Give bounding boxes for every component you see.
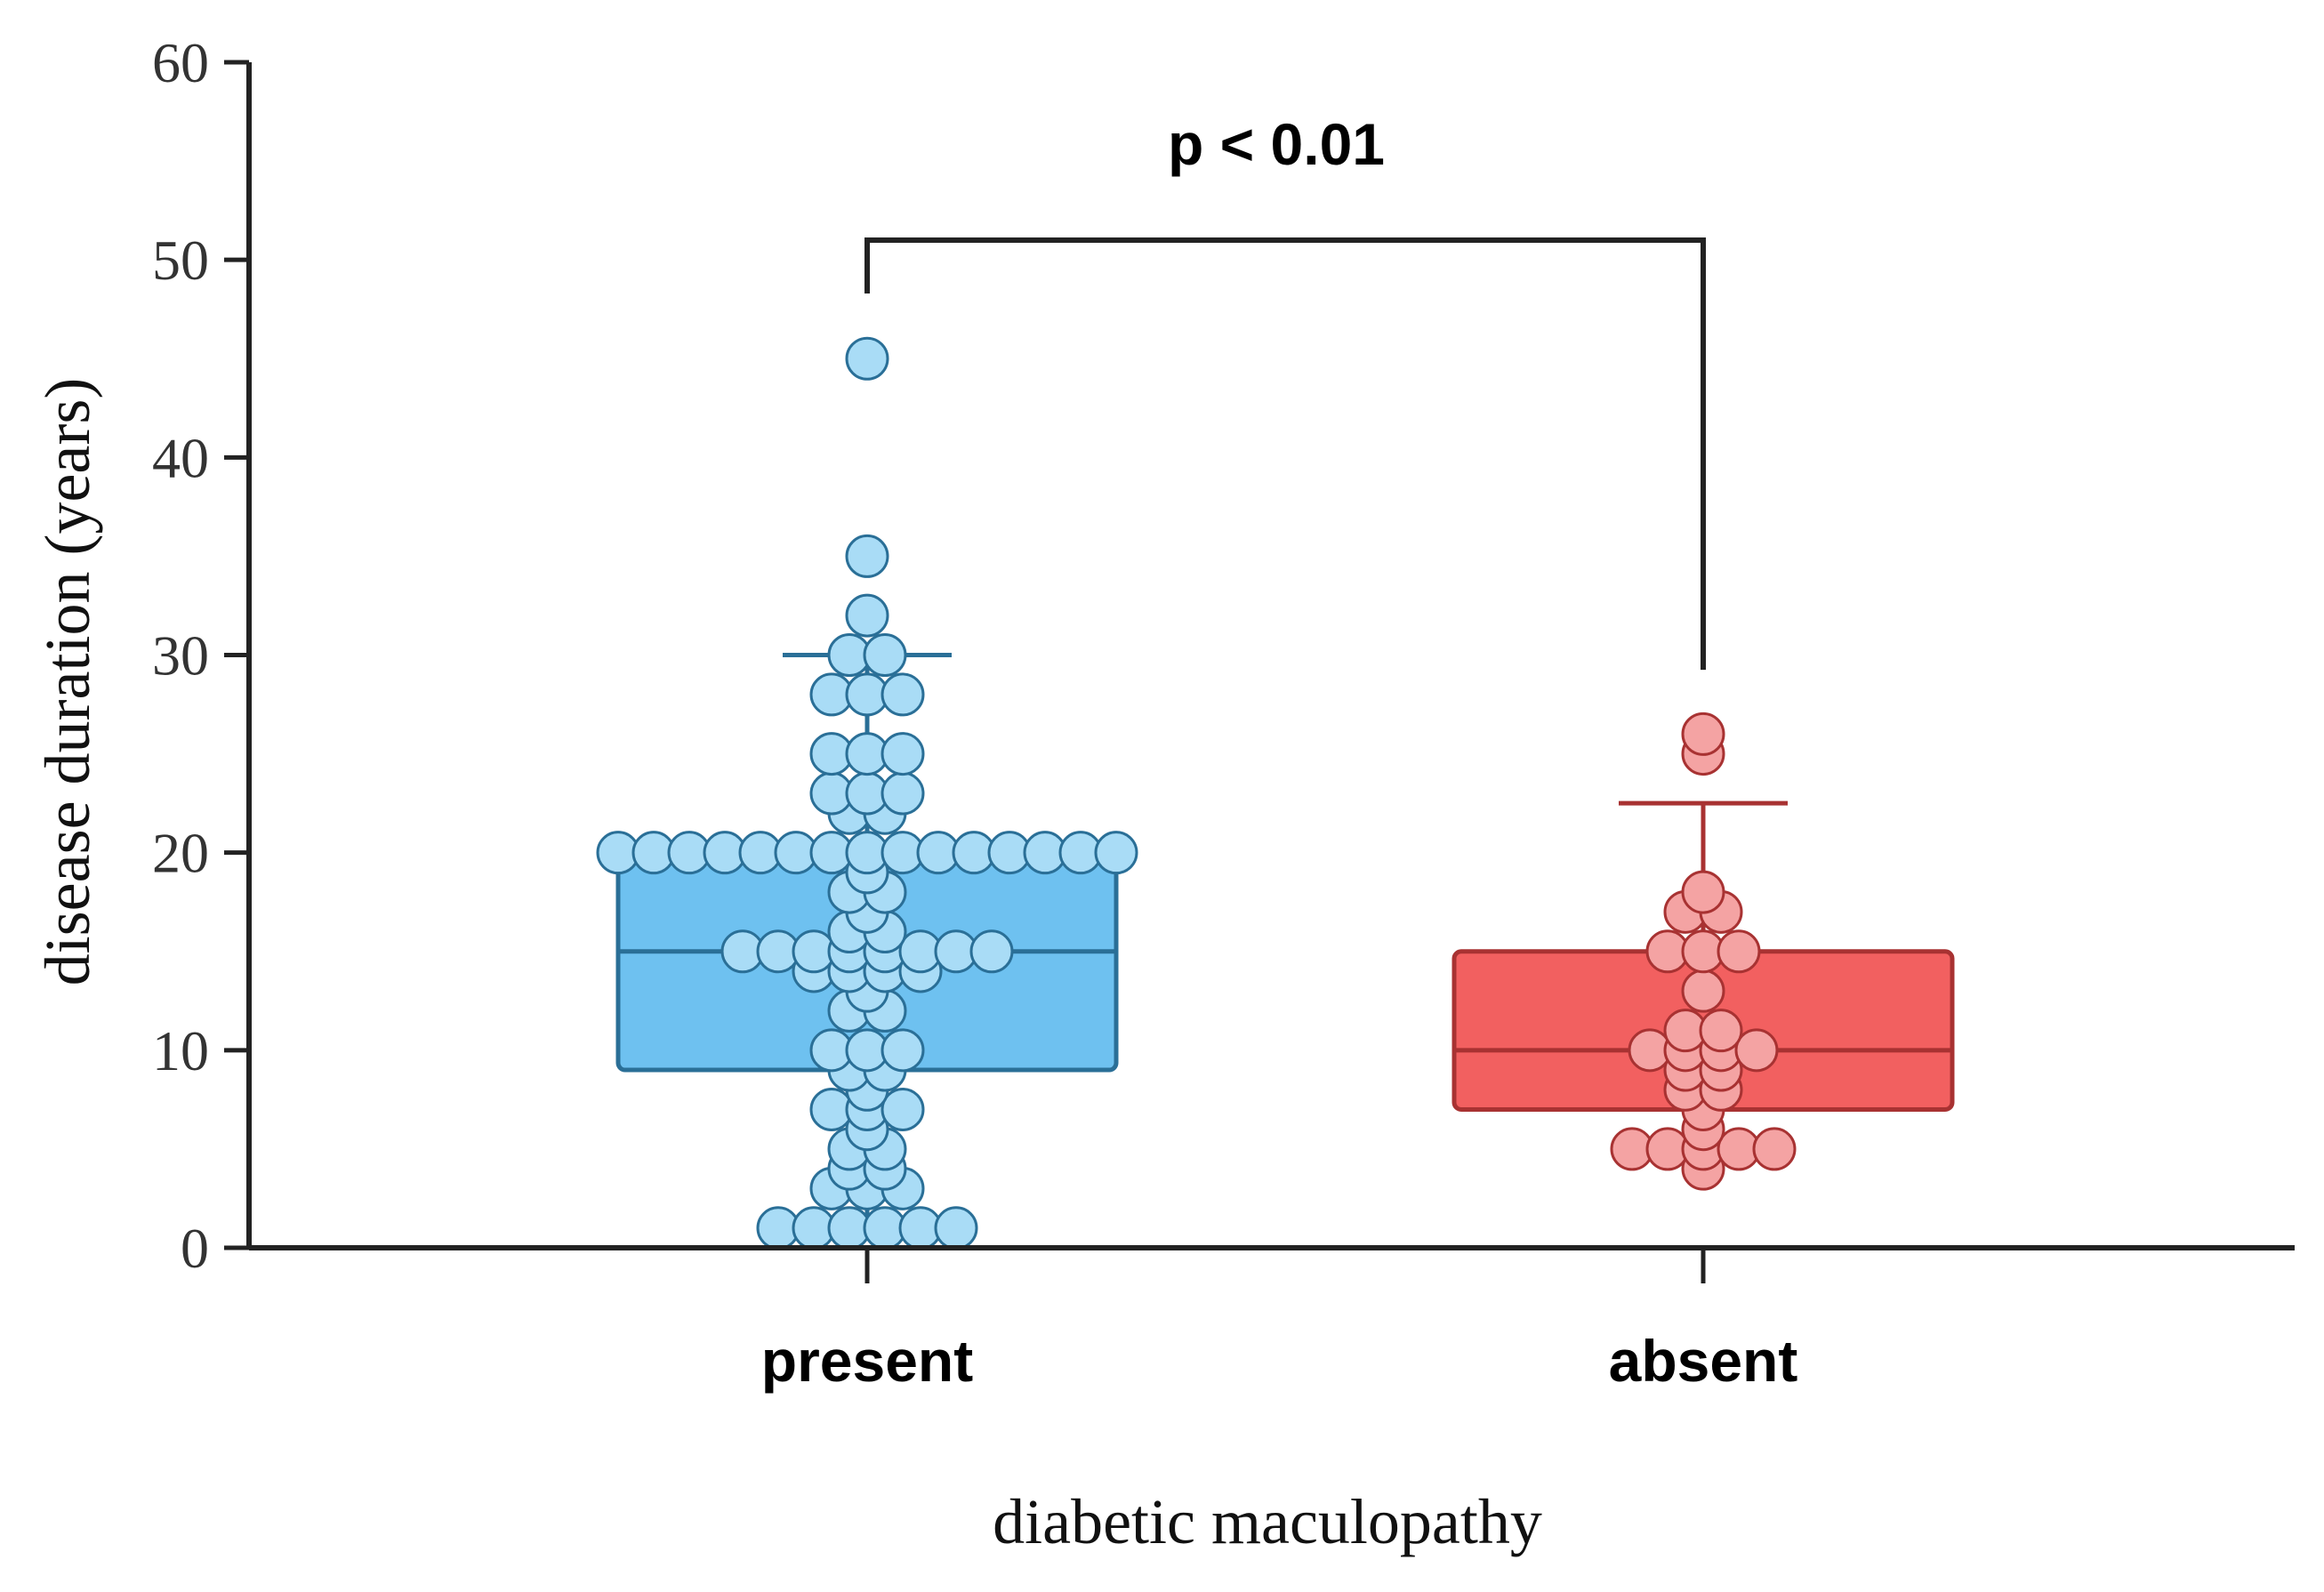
- data-point: [1752, 1127, 1797, 1171]
- data-point: [1681, 712, 1725, 756]
- data-point: [881, 771, 925, 816]
- y-tick-label: 50: [152, 229, 209, 292]
- x-tick-label-present: present: [761, 1328, 973, 1394]
- data-point: [881, 1087, 925, 1131]
- y-axis-title: disease duration (years): [32, 378, 103, 986]
- data-point: [881, 1028, 925, 1073]
- data-point: [969, 929, 1014, 974]
- y-tick-label: 60: [152, 31, 209, 94]
- y-tick-label: 0: [181, 1217, 209, 1280]
- points-layer: [596, 336, 1797, 1250]
- significance-bracket: [864, 237, 1706, 671]
- y-tick-label: 40: [152, 426, 209, 489]
- y-tick-label: 30: [152, 624, 209, 687]
- significance-label: p < 0.01: [1168, 111, 1385, 177]
- axes-layer: 0 10 20 30 40 50 60 present absent: [152, 31, 2295, 1394]
- data-point: [1094, 831, 1138, 875]
- annotation-layer: p < 0.01: [864, 111, 1706, 671]
- data-point: [845, 593, 889, 638]
- data-point: [845, 534, 889, 578]
- data-point: [1734, 1028, 1779, 1073]
- data-point: [1717, 929, 1761, 974]
- y-tick-label: 10: [152, 1019, 209, 1082]
- y-tick-label: 20: [152, 822, 209, 885]
- data-point: [881, 732, 925, 776]
- data-point: [863, 633, 907, 677]
- data-point: [881, 672, 925, 717]
- data-point: [845, 336, 889, 381]
- x-axis-title: diabetic maculopathy: [993, 1486, 1542, 1557]
- data-point: [1699, 1009, 1743, 1053]
- data-point: [1681, 870, 1725, 914]
- data-point: [934, 1206, 978, 1250]
- data-point: [1681, 969, 1725, 1013]
- x-tick-label-absent: absent: [1609, 1328, 1798, 1394]
